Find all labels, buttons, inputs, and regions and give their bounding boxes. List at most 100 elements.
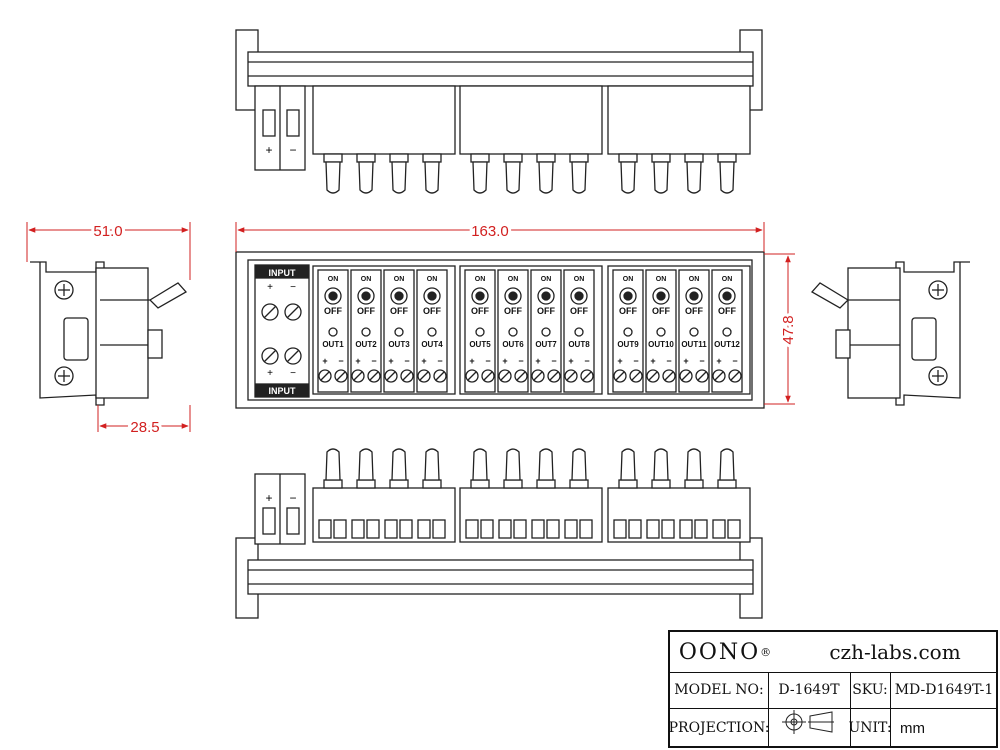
output-minus-label: − bbox=[404, 356, 409, 366]
switch-off-label: OFF bbox=[685, 306, 703, 316]
top-input-plus: + bbox=[265, 143, 272, 157]
bottom-toggle-base bbox=[618, 479, 638, 489]
bottom-toggle-lever bbox=[653, 448, 669, 481]
input-plus-bottom: + bbox=[267, 368, 273, 379]
led-indicator-icon bbox=[427, 327, 437, 337]
bottom-terminal-slot bbox=[318, 519, 332, 539]
output-plus-label: + bbox=[322, 356, 327, 366]
toggle-switch-knob-icon bbox=[427, 291, 437, 301]
brand-name: OONO bbox=[678, 639, 761, 665]
bottom-terminal-slot bbox=[432, 519, 446, 539]
switch-off-label: OFF bbox=[471, 306, 489, 316]
switch-on-label: ON bbox=[722, 276, 733, 283]
top-toggle-lever bbox=[620, 161, 636, 194]
bottom-terminal-slot bbox=[399, 519, 413, 539]
output-plus-label: + bbox=[421, 356, 426, 366]
bottom-view-rail bbox=[247, 559, 754, 595]
bottom-terminal-slot bbox=[727, 519, 741, 539]
output-minus-label: − bbox=[338, 356, 343, 366]
top-toggle-base bbox=[651, 153, 671, 163]
output-minus-label: − bbox=[584, 356, 589, 366]
bottom-toggle-base bbox=[323, 479, 343, 489]
bottom-input-plus: + bbox=[265, 491, 272, 505]
bottom-toggle-lever bbox=[620, 448, 636, 481]
switch-on-label: ON bbox=[656, 276, 667, 283]
brand-cell: OONO® bbox=[670, 632, 780, 672]
top-view bbox=[235, 29, 763, 194]
top-toggle-base bbox=[569, 153, 589, 163]
bottom-terminal-slot bbox=[531, 519, 545, 539]
output-plus-label: + bbox=[683, 356, 688, 366]
top-view-module-1 bbox=[312, 85, 456, 155]
switch-on-label: ON bbox=[361, 276, 372, 283]
projection-label-cell: PROJECTION: bbox=[669, 708, 769, 748]
dimension-length: 163.0 bbox=[471, 223, 509, 240]
output-plus-label: + bbox=[568, 356, 573, 366]
left-side-body bbox=[95, 267, 149, 399]
left-side-toggle bbox=[148, 282, 188, 309]
sku-label: SKU: bbox=[852, 682, 888, 698]
toggle-switch-knob-icon bbox=[656, 291, 666, 301]
output-label-11: OUT11 bbox=[681, 340, 707, 349]
led-indicator-icon bbox=[574, 327, 584, 337]
input-minus-top: − bbox=[290, 282, 296, 293]
output-minus-label: − bbox=[633, 356, 638, 366]
bottom-terminal-slot bbox=[546, 519, 560, 539]
projection-symbol-icon bbox=[782, 710, 834, 734]
switch-off-label: OFF bbox=[537, 306, 555, 316]
led-indicator-icon bbox=[361, 327, 371, 337]
bottom-terminal-slot bbox=[417, 519, 431, 539]
bottom-terminal-slot bbox=[679, 519, 693, 539]
right-side-body bbox=[847, 267, 901, 399]
output-label-12: OUT12 bbox=[714, 340, 740, 349]
led-indicator-icon bbox=[623, 327, 633, 337]
right-side-toggle bbox=[810, 282, 850, 309]
unit-label: UNIT: bbox=[848, 720, 892, 736]
output-label-5: OUT5 bbox=[469, 340, 491, 349]
switch-off-label: OFF bbox=[390, 306, 408, 316]
top-toggle-lever bbox=[653, 161, 669, 194]
toggle-switch-knob-icon bbox=[394, 291, 404, 301]
output-label-7: OUT7 bbox=[535, 340, 557, 349]
bottom-toggle-base bbox=[651, 479, 671, 489]
bottom-terminal-slot bbox=[366, 519, 380, 539]
bottom-terminal-slot bbox=[694, 519, 708, 539]
top-toggle-base bbox=[422, 153, 442, 163]
bottom-toggle-base bbox=[569, 479, 589, 489]
output-minus-label: − bbox=[699, 356, 704, 366]
front-view bbox=[235, 251, 765, 409]
led-indicator-icon bbox=[475, 327, 485, 337]
bottom-terminal-slot bbox=[465, 519, 479, 539]
toggle-switch-knob-icon bbox=[623, 291, 633, 301]
top-toggle-base bbox=[717, 153, 737, 163]
unit-value-cell: mm bbox=[890, 708, 1000, 748]
top-toggle-base bbox=[684, 153, 704, 163]
switch-off-label: OFF bbox=[324, 306, 342, 316]
dimension-height: 47.8 bbox=[780, 315, 797, 344]
input-plus-top: + bbox=[267, 282, 273, 293]
bottom-toggle-lever bbox=[505, 448, 521, 481]
output-minus-label: − bbox=[518, 356, 523, 366]
top-view-rail bbox=[247, 51, 754, 87]
output-minus-label: − bbox=[666, 356, 671, 366]
bottom-terminal-slot bbox=[564, 519, 578, 539]
switch-on-label: ON bbox=[508, 276, 519, 283]
output-minus-label: − bbox=[371, 356, 376, 366]
switch-on-label: ON bbox=[427, 276, 438, 283]
bottom-terminal-slot bbox=[384, 519, 398, 539]
switch-on-label: ON bbox=[541, 276, 552, 283]
toggle-switch-knob-icon bbox=[574, 291, 584, 301]
toggle-switch-knob-icon bbox=[722, 291, 732, 301]
top-toggle-lever bbox=[472, 161, 488, 194]
input-label-top: INPUT bbox=[269, 268, 297, 278]
bottom-toggle-lever bbox=[358, 448, 374, 481]
top-toggle-base bbox=[389, 153, 409, 163]
bottom-toggle-lever bbox=[571, 448, 587, 481]
top-toggle-lever bbox=[505, 161, 521, 194]
top-toggle-lever bbox=[719, 161, 735, 194]
top-toggle-lever bbox=[424, 161, 440, 194]
output-plus-label: + bbox=[716, 356, 721, 366]
model-label: MODEL NO: bbox=[674, 682, 764, 698]
dimension-width: 51.0 bbox=[93, 223, 122, 240]
